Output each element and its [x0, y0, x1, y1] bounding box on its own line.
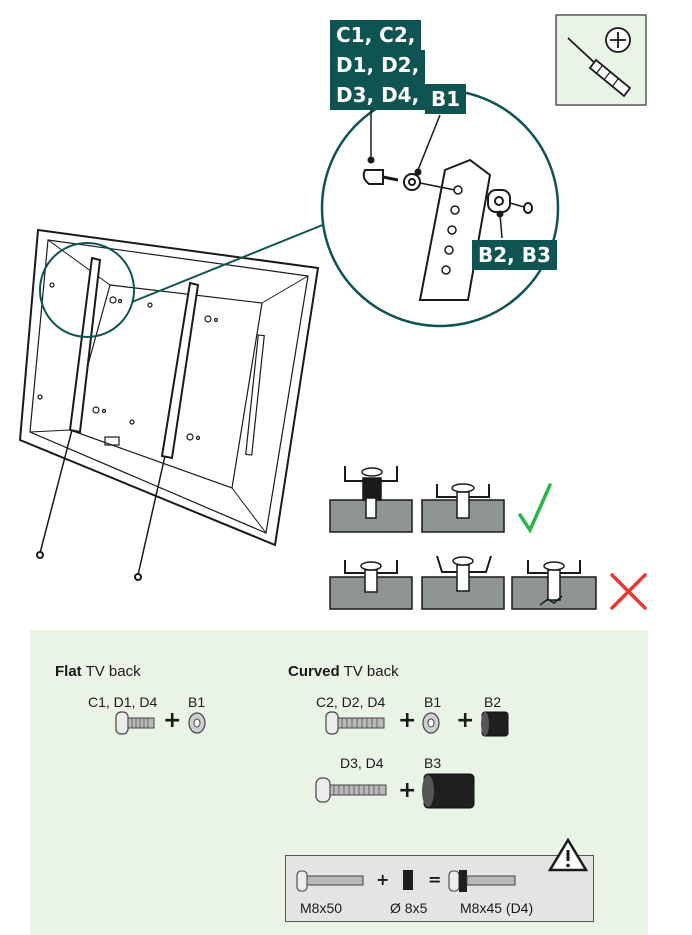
flat-screw-label: C1, D1, D4	[88, 694, 158, 710]
plus-sign: +	[456, 708, 475, 733]
warning-bolt-label: M8x50	[300, 900, 343, 916]
warning-result-label: M8x45 (D4)	[460, 900, 534, 916]
callout-spacer-label: B2, B3	[472, 240, 557, 270]
callout-screw-label-1: C1, C2,	[330, 20, 422, 50]
plus-sign: +	[163, 708, 182, 733]
warning-hardware-icons	[296, 870, 516, 892]
warning-spacer-label: Ø 8x5	[390, 900, 428, 916]
callout-washer-label: B1	[425, 84, 467, 114]
plus-sign: +	[398, 708, 417, 733]
flat-tv-back-heading: Flat TV back	[55, 663, 141, 680]
callout-screw-label-2: D1, D2,	[330, 50, 426, 80]
curved-row1-screw-label: C2, D2, D4	[316, 694, 386, 710]
checkmark-icon	[518, 483, 552, 534]
plus-sign: +	[398, 778, 417, 803]
incorrect-installation-diagrams	[329, 555, 597, 610]
curved-tv-back-heading: Curved TV back	[288, 663, 399, 680]
curved-row2-hardware-icons	[315, 773, 475, 809]
cross-icon	[610, 573, 647, 610]
plus-sign: +	[376, 870, 390, 889]
tv-screws	[37, 282, 219, 441]
flat-hardware-icons	[115, 711, 206, 735]
curved-row2-spacer-label: B3	[424, 755, 442, 771]
curved-row1-spacer-label: B2	[484, 694, 502, 710]
curved-row2-screw-label: D3, D4	[340, 755, 384, 771]
mounting-rails	[36, 256, 200, 581]
warning-triangle-icon	[548, 838, 588, 872]
equals-sign: =	[428, 870, 442, 889]
length-warning-box	[285, 855, 594, 922]
callout-screw-label-3: D3, D4,	[330, 80, 426, 110]
screwdriver-phillips-icon	[555, 14, 647, 106]
tv-back-drawing	[18, 228, 320, 547]
correct-installation-diagrams	[329, 466, 505, 533]
flat-washer-label: B1	[188, 694, 206, 710]
curved-row1-hardware-icons	[325, 711, 509, 737]
curved-row1-washer-label: B1	[424, 694, 442, 710]
